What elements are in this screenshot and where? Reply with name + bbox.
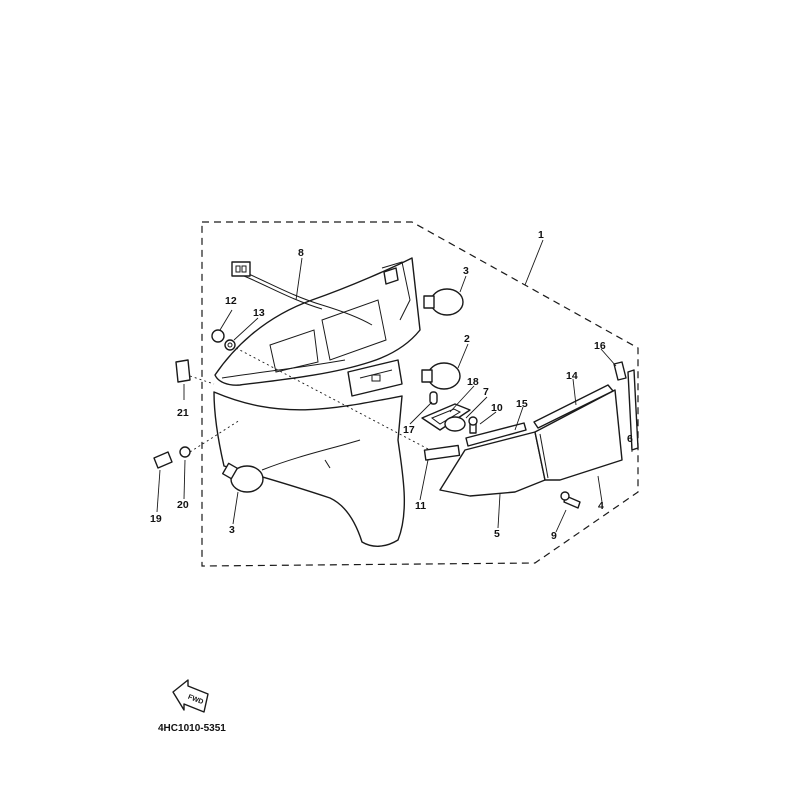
wire-harness [243, 271, 373, 326]
callout-7: 7 [483, 386, 489, 398]
callout-18: 18 [467, 376, 479, 388]
callout-9: 9 [551, 530, 557, 542]
taillight-housing [214, 257, 421, 386]
bolt-19 [153, 451, 173, 469]
fwd-arrow-icon: FWD [172, 679, 209, 713]
license-light-box [347, 359, 403, 397]
bulb-bottom [221, 462, 264, 493]
callout-19: 19 [150, 513, 162, 525]
bulb-top [423, 288, 464, 316]
callout-12: 12 [225, 295, 237, 307]
callout-21: 21 [177, 407, 189, 419]
wire-connector [231, 261, 251, 277]
callout-16: 16 [594, 340, 606, 352]
callout-3-top: 3 [463, 265, 469, 277]
callout-2: 2 [464, 333, 470, 345]
callout-1: 1 [538, 229, 544, 241]
callout-3-bottom: 3 [229, 524, 235, 536]
washer-13 [224, 339, 236, 351]
callout-6: 6 [627, 433, 633, 445]
reflector-strip [465, 422, 527, 447]
callout-5: 5 [494, 528, 500, 540]
callout-10: 10 [491, 402, 503, 414]
trim-strip [533, 384, 614, 429]
callout-14: 14 [566, 370, 578, 382]
bracket-21 [175, 359, 191, 383]
washer-20 [179, 446, 191, 458]
callout-11: 11 [415, 500, 426, 512]
callout-17: 17 [403, 424, 415, 436]
clip-16 [613, 361, 627, 381]
callout-13: 13 [253, 307, 265, 319]
callout-15: 15 [516, 398, 528, 410]
screw-9 [560, 491, 581, 509]
callout-4: 4 [598, 500, 604, 512]
seal-11 [423, 444, 461, 461]
side-reflector [627, 369, 639, 451]
nut-12 [211, 329, 225, 343]
small-bulb [429, 391, 438, 405]
callout-20: 20 [177, 499, 189, 511]
assembly-boundary [201, 221, 639, 567]
diagram-code: 4HC1010-5351 [158, 723, 226, 734]
lens-left [439, 431, 546, 497]
lens-cap [444, 416, 466, 432]
bulb-middle [421, 362, 461, 390]
screw-10 [468, 416, 478, 434]
callout-8: 8 [298, 247, 304, 259]
